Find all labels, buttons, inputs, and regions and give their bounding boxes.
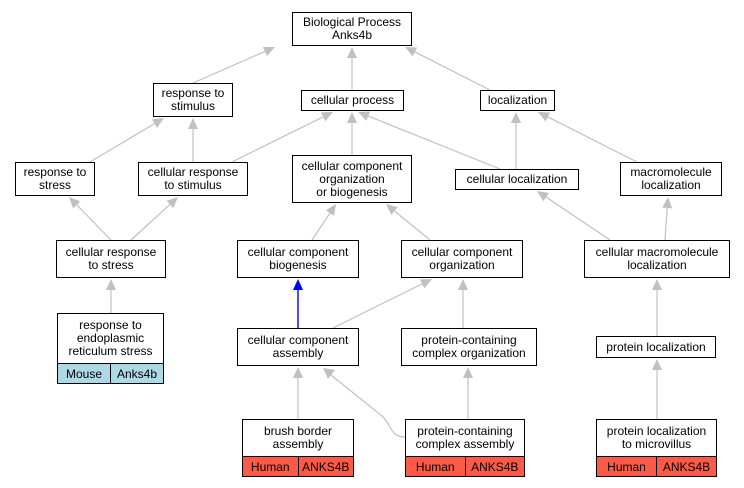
node-biological-process-root[interactable]: Biological Process Anks4b <box>292 12 412 46</box>
annotation-row: Mouse Anks4b <box>58 363 163 383</box>
edge-complex-assembly-to-complex-org-arrowhead <box>463 367 473 378</box>
edge-cc-biogenesis-parent-arrowhead <box>325 204 336 216</box>
edge-cellular-macromolecule-localization-to-cellular-localization-arrowhead <box>537 191 549 202</box>
edge-cellular-macromolecule-localization-to-cellular-localization <box>545 196 611 241</box>
gene-cell: ANKS4B <box>464 457 525 476</box>
edge-cellular-localization-to-localization-arrowhead <box>511 112 521 123</box>
edge-cc-organization-parent <box>394 210 431 241</box>
edge-microvillus-to-protein-localization-arrowhead <box>652 359 662 370</box>
species-cell: Human <box>607 459 646 474</box>
edge-complex-assembly-to-cc-assembly-arrowhead <box>323 368 335 379</box>
edge-macromolecule-localization-to-localization <box>547 116 638 163</box>
edge-cellular-response-to-stimulus-parent-arrowhead <box>188 118 198 129</box>
gene-cell: ANKS4B <box>297 457 354 476</box>
species-cell: Mouse <box>65 366 103 381</box>
node-protein-localization[interactable]: protein localization <box>596 336 716 358</box>
node-label: brush border assembly <box>263 424 333 451</box>
gene-cell: Anks4b <box>110 364 163 383</box>
node-cellular-localization[interactable]: cellular localization <box>455 169 579 190</box>
edge-cc-assembly-to-cc-biogenesis-arrowhead <box>293 279 303 290</box>
annotation-row: Human ANKS4B <box>597 456 716 476</box>
edge-localization-to-root <box>414 51 491 91</box>
node-response-to-er-stress[interactable]: response to endoplasmic reticulum stress… <box>57 313 164 384</box>
node-protein-localization-to-microvillus[interactable]: protein localization to microvillus Huma… <box>596 419 717 477</box>
node-response-to-stimulus[interactable]: response to stimulus <box>153 83 233 117</box>
edge-cellular-response-to-stress-to-stimulus-arrowhead <box>166 197 178 209</box>
edge-response-to-stimulus-to-root <box>192 50 266 84</box>
node-cellular-component-biogenesis[interactable]: cellular component biogenesis <box>237 240 359 278</box>
node-label: response to endoplasmic reticulum stress <box>68 318 153 358</box>
annotation-row: Human ANKS4B <box>243 456 353 476</box>
edge-response-to-stress-to-stimulus-arrowhead <box>151 118 164 128</box>
edge-cellular-response-to-stimulus-to-cellular-process <box>231 116 324 163</box>
edge-response-to-stress-to-stimulus <box>89 123 155 163</box>
gene-cell: ANKS4B <box>656 457 716 476</box>
edge-cellular-localization-to-cellular-process <box>367 115 501 170</box>
edge-cellular-macromolecule-localization-to-macromolecule-localization-arrowhead <box>662 197 673 209</box>
edge-cellular-process-to-root-arrowhead <box>347 47 357 58</box>
node-macromolecule-localization[interactable]: macromolecule localization <box>620 162 722 196</box>
species-cell: Human <box>250 459 290 474</box>
edge-cc-assembly-to-cc-organization-arrowhead <box>419 279 432 289</box>
edge-complex-assembly-to-cc-assembly <box>330 374 406 438</box>
node-brush-border-assembly[interactable]: brush border assembly Human ANKS4B <box>242 419 354 477</box>
node-label: protein localization to microvillus <box>606 424 707 451</box>
node-cellular-component-organization-or-biogenesis[interactable]: cellular component organization or bioge… <box>292 155 412 203</box>
species-cell: Human <box>415 459 455 474</box>
node-cellular-component-organization[interactable]: cellular component organization <box>401 240 523 278</box>
edge-brush-border-to-cc-assembly-arrowhead <box>293 367 303 378</box>
edge-cellular-response-to-stimulus-to-cellular-process-arrowhead <box>320 112 333 122</box>
edge-er-stress-to-cellular-response-to-stress-arrowhead <box>106 279 116 290</box>
node-cellular-component-assembly[interactable]: cellular component assembly <box>237 328 359 366</box>
edge-response-to-stimulus-to-root-arrowhead <box>262 46 275 57</box>
node-label: protein-containing complex assembly <box>415 424 515 451</box>
edge-cellular-response-to-stress-to-stress <box>76 204 112 241</box>
edge-protein-localization-to-cellular-macromolecule-localization-arrowhead <box>652 279 662 290</box>
edge-localization-to-root-arrowhead <box>405 47 418 57</box>
edge-cc-biogenesis-parent <box>311 212 331 241</box>
node-cellular-response-to-stimulus[interactable]: cellular response to stimulus <box>138 162 248 196</box>
edge-cellular-response-to-stress-to-stress-arrowhead <box>69 197 81 209</box>
annotation-row: Human ANKS4B <box>406 456 524 476</box>
edge-cc-assembly-to-cc-organization <box>332 283 423 329</box>
node-protein-containing-complex-organization[interactable]: protein-containing complex organization <box>401 328 537 366</box>
node-cellular-macromolecule-localization[interactable]: cellular macromolecule localization <box>584 240 730 278</box>
edge-macromolecule-localization-to-localization-arrowhead <box>538 112 551 122</box>
edge-complex-org-to-cc-organization-arrowhead <box>458 279 468 290</box>
node-localization[interactable]: localization <box>480 90 555 111</box>
node-protein-containing-complex-assembly[interactable]: protein-containing complex assembly Huma… <box>405 419 525 477</box>
edge-cc-organization-parent-arrowhead <box>386 204 398 215</box>
node-response-to-stress[interactable]: response to stress <box>15 162 95 196</box>
edge-cellular-response-to-stress-to-stimulus <box>130 203 171 241</box>
node-cellular-process[interactable]: cellular process <box>301 90 404 111</box>
edge-cellular-macromolecule-localization-to-macromolecule-localization <box>664 207 668 241</box>
edge-cellular-localization-to-cellular-process-arrowhead <box>358 111 371 121</box>
node-cellular-response-to-stress[interactable]: cellular response to stress <box>56 240 166 278</box>
edge-cc-org-biogenesis-to-cellular-process-arrowhead <box>347 112 357 123</box>
